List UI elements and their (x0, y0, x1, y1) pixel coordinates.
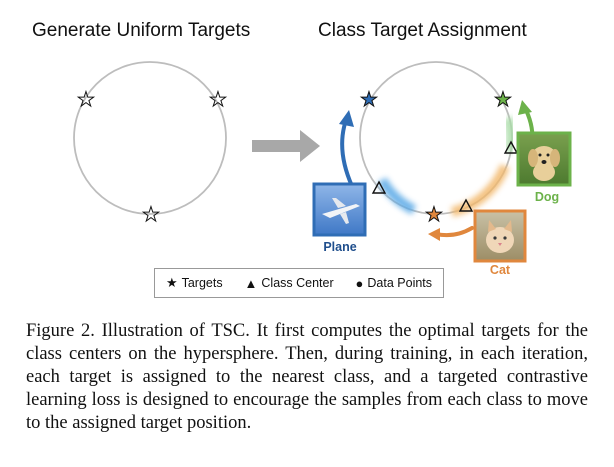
plane-image (312, 182, 367, 237)
plane-arrow (339, 110, 354, 188)
figure-caption: Figure 2. Illustration of TSC. It first … (26, 321, 588, 433)
diagram-canvas: ★ ★ ★ ★ ★ (73, 61, 572, 277)
legend-item-data-points: ● Data Points (356, 276, 432, 291)
right-target-star-cat: ★ (425, 204, 443, 226)
left-hypersphere (73, 61, 227, 215)
plane-data-points (377, 177, 417, 215)
right-panel-title: Class Target Assignment (318, 20, 527, 41)
plane-class-center (371, 180, 387, 194)
cat-label: Cat (490, 263, 511, 277)
dog-class-center (503, 140, 519, 154)
star-icon: ★ (165, 275, 178, 290)
figure: Generate Uniform Targets Class Target As… (32, 20, 572, 298)
left-panel-title: Generate Uniform Targets (32, 20, 251, 41)
dog-image (516, 131, 572, 187)
legend-label-class-center: Class Center (261, 276, 334, 290)
left-target-star-3: ★ (142, 204, 160, 226)
dot-icon: ● (355, 275, 364, 291)
left-target-star-1: ★ (77, 89, 95, 111)
cat-data-points (450, 164, 510, 217)
legend-item-class-center: ▲ Class Center (245, 276, 334, 291)
dog-data-points (503, 116, 517, 153)
cat-class-center (458, 198, 474, 212)
legend: ★ Targets ▲ Class Center ● Data Points (154, 268, 444, 298)
plane-label: Plane (323, 240, 356, 254)
right-target-star-plane: ★ (360, 89, 378, 111)
legend-label-targets: Targets (181, 276, 223, 290)
right-target-star-dog: ★ (494, 89, 512, 111)
dog-label: Dog (535, 190, 559, 204)
left-target-star-2: ★ (209, 89, 227, 111)
legend-item-targets: ★ Targets (166, 275, 223, 291)
legend-label-data-points: Data Points (367, 276, 433, 290)
cat-image (473, 209, 527, 263)
transition-arrow (252, 130, 320, 162)
cat-arrow (428, 226, 474, 241)
triangle-icon: ▲ (244, 275, 258, 291)
